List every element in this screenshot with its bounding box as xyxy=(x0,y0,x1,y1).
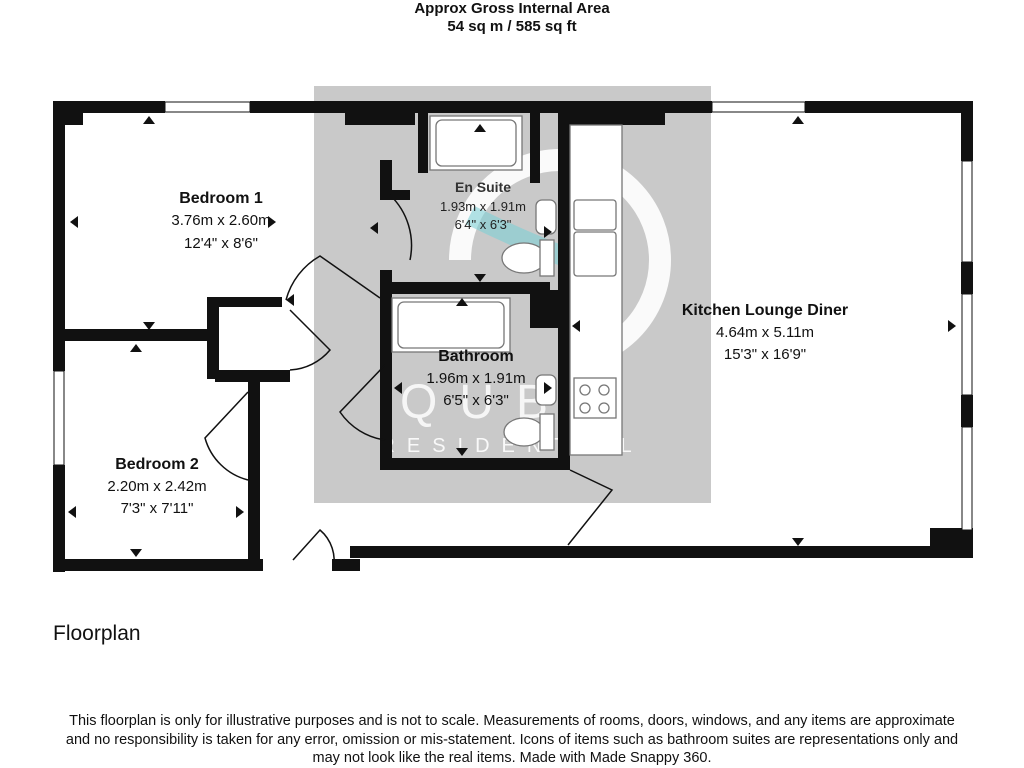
area-title: Approx Gross Internal Area xyxy=(414,0,610,17)
floorplan-diagram: QUBE RESIDENTIAL xyxy=(53,86,973,572)
disclaimer-line-2: and no responsibility is taken for any e… xyxy=(65,731,959,748)
dimension-markers xyxy=(68,116,956,557)
door-swings xyxy=(204,194,614,571)
hob-icon xyxy=(573,377,617,419)
disclaimer: This floorplan is only for illustrative … xyxy=(0,712,1024,768)
room-name-ensuite: En Suite xyxy=(455,179,511,195)
room-name-bedroom1: Bedroom 1 xyxy=(179,190,263,207)
room-metric-ensuite: 1.93m x 1.91m xyxy=(440,199,526,214)
kitchen-sink-icon xyxy=(573,199,617,231)
room-imperial-kitchen: 15'3" x 16'9" xyxy=(724,346,806,363)
room-imperial-ensuite: 6'4" x 6'3" xyxy=(455,217,512,232)
fixtures xyxy=(391,115,623,456)
toilet-icon-2 xyxy=(503,417,545,447)
room-name-bedroom2: Bedroom 2 xyxy=(115,456,199,473)
outer-walls xyxy=(53,101,973,572)
room-metric-bedroom2: 2.20m x 2.42m xyxy=(107,478,206,495)
room-metric-bathroom: 1.96m x 1.91m xyxy=(426,370,525,387)
windows xyxy=(53,101,973,531)
room-metric-kitchen: 4.64m x 5.11m xyxy=(716,324,814,341)
room-name-bathroom: Bathroom xyxy=(438,348,514,365)
disclaimer-line-1: This floorplan is only for illustrative … xyxy=(69,713,955,729)
interior-walls xyxy=(65,113,665,570)
room-imperial-bedroom2: 7'3" x 7'11" xyxy=(121,500,194,517)
room-imperial-bathroom: 6'5" x 6'3" xyxy=(443,392,509,409)
disclaimer-line-3: may not look like the real items. Made w… xyxy=(312,750,712,766)
room-imperial-bedroom1: 12'4" x 8'6" xyxy=(184,235,258,252)
room-metric-bedroom1: 3.76m x 2.60m xyxy=(171,212,270,229)
area-value: 54 sq m / 585 sq ft xyxy=(447,18,577,35)
floorplan-caption: Floorplan xyxy=(53,622,141,645)
room-name-kitchen: Kitchen Lounge Diner xyxy=(682,302,848,319)
